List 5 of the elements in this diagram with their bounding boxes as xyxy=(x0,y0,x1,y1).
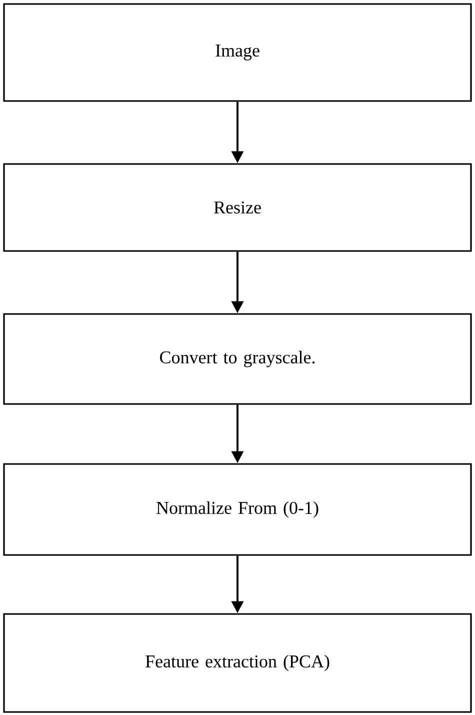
process-box: Resize xyxy=(3,163,472,252)
process-box: Image xyxy=(3,3,472,102)
process-box: Convert to grayscale. xyxy=(3,313,472,405)
process-box: Normalize From (0-1) xyxy=(3,463,472,556)
process-box: Feature extraction (PCA) xyxy=(3,613,472,713)
